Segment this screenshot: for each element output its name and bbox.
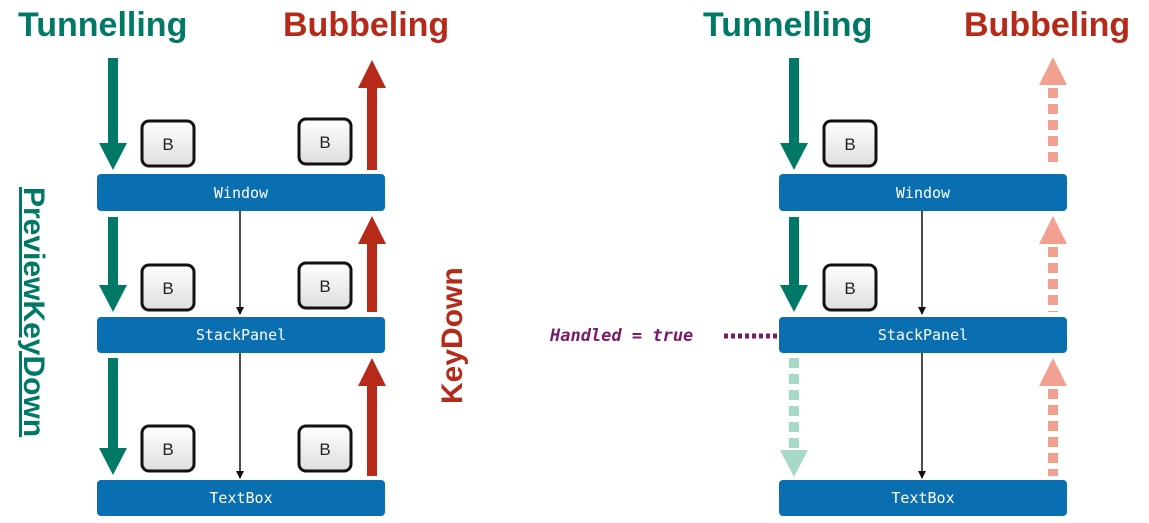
svg-text:B: B — [844, 279, 855, 298]
bubble-arrow — [358, 60, 386, 170]
right-bubbeling-title: Bubbeling — [964, 6, 1130, 44]
svg-text:B: B — [162, 135, 173, 154]
keydown-label: KeyDown — [436, 267, 469, 404]
tunnel-arrow — [99, 58, 127, 170]
preview-keydown-label: PreviewKeyDown — [17, 187, 50, 437]
left-diagram: Tunnelling Bubbeling PreviewKeyDown KeyD… — [17, 6, 469, 516]
svg-text:Window: Window — [896, 184, 951, 202]
right-bubble-arrows-skipped — [1039, 57, 1067, 476]
svg-text:StackPanel: StackPanel — [196, 326, 286, 344]
key-cap: B — [140, 119, 196, 168]
bubble-arrow — [358, 358, 386, 476]
bubble-arrow — [358, 216, 386, 312]
key-cap: B — [822, 263, 878, 312]
key-cap: B — [822, 119, 878, 168]
svg-text:B: B — [844, 135, 855, 154]
key-cap: B — [140, 263, 196, 312]
tunnel-arrow — [780, 217, 808, 312]
svg-text:StackPanel: StackPanel — [878, 326, 968, 344]
tunnel-arrow-skipped — [780, 358, 808, 477]
textbox-element-box: TextBox — [779, 480, 1067, 516]
right-tunnel-arrows — [780, 58, 808, 312]
textbox-element-box: TextBox — [97, 480, 385, 516]
bubble-arrow-skipped — [1039, 358, 1067, 476]
key-cap: B — [297, 261, 353, 310]
right-diagram: Tunnelling Bubbeling Handled = true B B … — [549, 6, 1130, 516]
svg-text:B: B — [162, 440, 173, 459]
stackpanel-element-box: StackPanel — [779, 317, 1067, 353]
tunnel-arrow — [780, 58, 808, 170]
stackpanel-element-box: StackPanel — [97, 317, 385, 353]
window-element-box: Window — [779, 174, 1067, 211]
handled-true-label: Handled = true — [549, 326, 693, 346]
svg-text:B: B — [162, 279, 173, 298]
bubble-arrow-skipped — [1039, 216, 1067, 312]
svg-text:Window: Window — [214, 184, 269, 202]
svg-text:TextBox: TextBox — [209, 489, 272, 507]
left-tunnelling-title: Tunnelling — [18, 6, 187, 44]
left-bubbeling-title: Bubbeling — [283, 6, 449, 44]
left-tunnel-arrows — [99, 58, 127, 475]
key-cap: B — [140, 424, 196, 473]
left-bubble-arrows — [358, 60, 386, 476]
key-cap: B — [297, 117, 353, 166]
tunnel-arrow — [99, 217, 127, 312]
svg-text:B: B — [319, 277, 330, 296]
svg-text:B: B — [319, 440, 330, 459]
right-tunnelling-title: Tunnelling — [703, 6, 872, 44]
tunnel-arrow — [99, 358, 127, 475]
svg-text:TextBox: TextBox — [891, 489, 954, 507]
svg-text:B: B — [319, 133, 330, 152]
key-cap: B — [297, 424, 353, 473]
bubble-arrow-skipped — [1039, 57, 1067, 166]
window-element-box: Window — [97, 174, 385, 211]
